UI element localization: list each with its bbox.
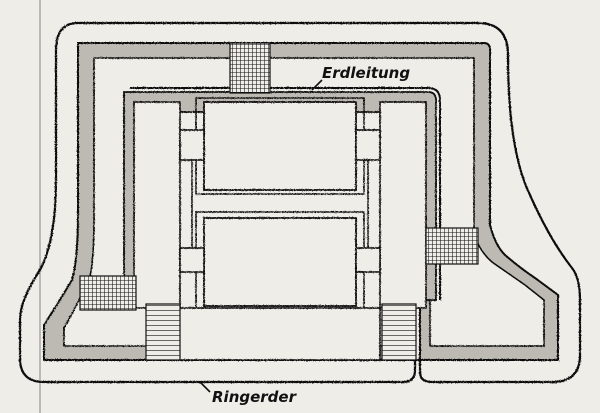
earth-connection-top (229, 42, 271, 94)
erdleitung-leader (311, 79, 323, 91)
erdleitung-label: Erdleitung (322, 64, 410, 82)
ringerder-outer-loop (18, 21, 582, 384)
earth-connection-left (79, 275, 137, 311)
stairs-left (145, 303, 181, 361)
stairs-right (381, 303, 417, 361)
erdleitung-loop (130, 87, 441, 300)
earth-connection-right (425, 227, 479, 265)
ringerder-label: Ringerder (212, 388, 298, 406)
ringerder-leader (199, 381, 211, 393)
